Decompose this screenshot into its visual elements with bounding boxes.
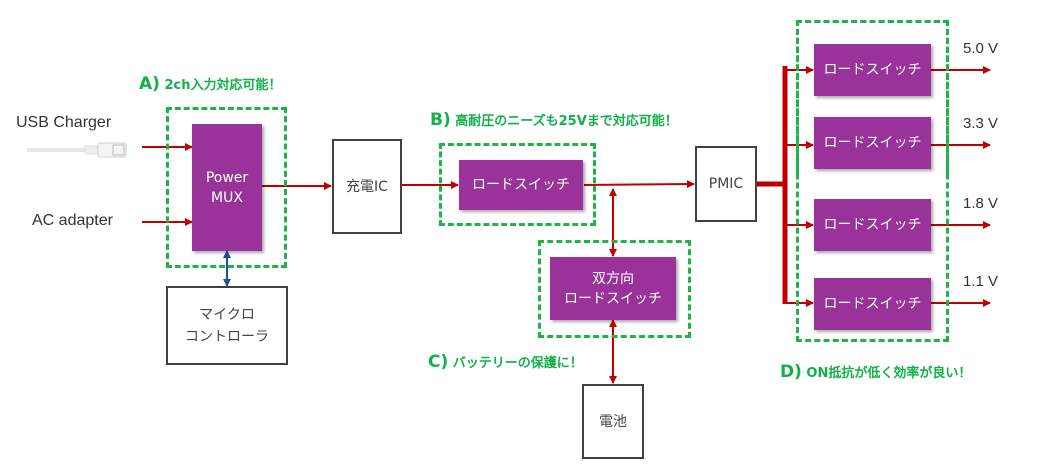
output-voltage-2: 3.3 V xyxy=(963,115,999,132)
battery-block[interactable]: 電池 xyxy=(582,384,644,459)
output-switch-4[interactable]: ロードスイッチ xyxy=(814,278,931,330)
group-a-boundary xyxy=(166,107,287,268)
load-switch-b-block[interactable]: ロードスイッチ xyxy=(459,160,583,210)
output-switch-1[interactable]: ロードスイッチ xyxy=(814,44,931,96)
bidirectional-switch-label-2: ロードスイッチ xyxy=(564,290,662,307)
bidirectional-switch-label-1: 双方向 xyxy=(592,270,634,287)
microcontroller-label-2: コントローラ xyxy=(185,328,269,345)
ac-adapter-label: AC adapter xyxy=(32,212,113,229)
callout-d-text: ON抵抗が低く効率が良い！ xyxy=(806,366,972,381)
group-d-boundary xyxy=(796,20,949,342)
callout-a: A) 2ch入力対応可能！ xyxy=(139,74,281,94)
output-voltage-3: 1.8 V xyxy=(963,195,999,212)
callout-c-prefix: C) xyxy=(428,352,449,372)
group-b-boundary xyxy=(439,143,596,226)
power-mux-block[interactable]: Power MUX xyxy=(192,124,262,251)
microcontroller-label-1: マイクロ xyxy=(199,306,255,323)
callout-d: D) ON抵抗が低く効率が良い！ xyxy=(780,362,971,382)
callout-a-prefix: A) xyxy=(139,74,160,94)
group-c-boundary xyxy=(538,240,691,338)
power-mux-label-2: MUX xyxy=(211,189,243,206)
bidirectional-switch-block[interactable]: 双方向 ロードスイッチ xyxy=(550,257,676,320)
callout-b-prefix: B) xyxy=(430,110,451,130)
power-mux-label-1: Power xyxy=(205,169,249,186)
output-voltage-4: 1.1 V xyxy=(963,273,999,290)
callout-b: B) 高耐圧のニーズも25Vまで対応可能！ xyxy=(430,110,678,130)
callout-d-prefix: D) xyxy=(780,362,802,382)
pmic-block[interactable]: PMIC xyxy=(695,146,757,222)
output-voltage-1: 5.0 V xyxy=(963,40,999,57)
callout-c-text: バッテリーの保護に！ xyxy=(452,356,583,371)
callout-a-text: 2ch入力対応可能！ xyxy=(164,78,282,93)
output-switch-3[interactable]: ロードスイッチ xyxy=(814,199,931,251)
switch-to-pmic-wire xyxy=(583,180,695,189)
callout-b-text: 高耐圧のニーズも25Vまで対応可能！ xyxy=(455,114,678,129)
charger-ic-block[interactable]: 充電IC xyxy=(332,139,402,234)
usb-charger-label: USB Charger xyxy=(16,114,112,131)
callout-c: C) バッテリーの保護に！ xyxy=(428,352,583,372)
output-switch-2[interactable]: ロードスイッチ xyxy=(814,117,931,169)
usb-cable-icon xyxy=(27,142,127,158)
microcontroller-block[interactable]: マイクロ コントローラ xyxy=(166,286,288,365)
